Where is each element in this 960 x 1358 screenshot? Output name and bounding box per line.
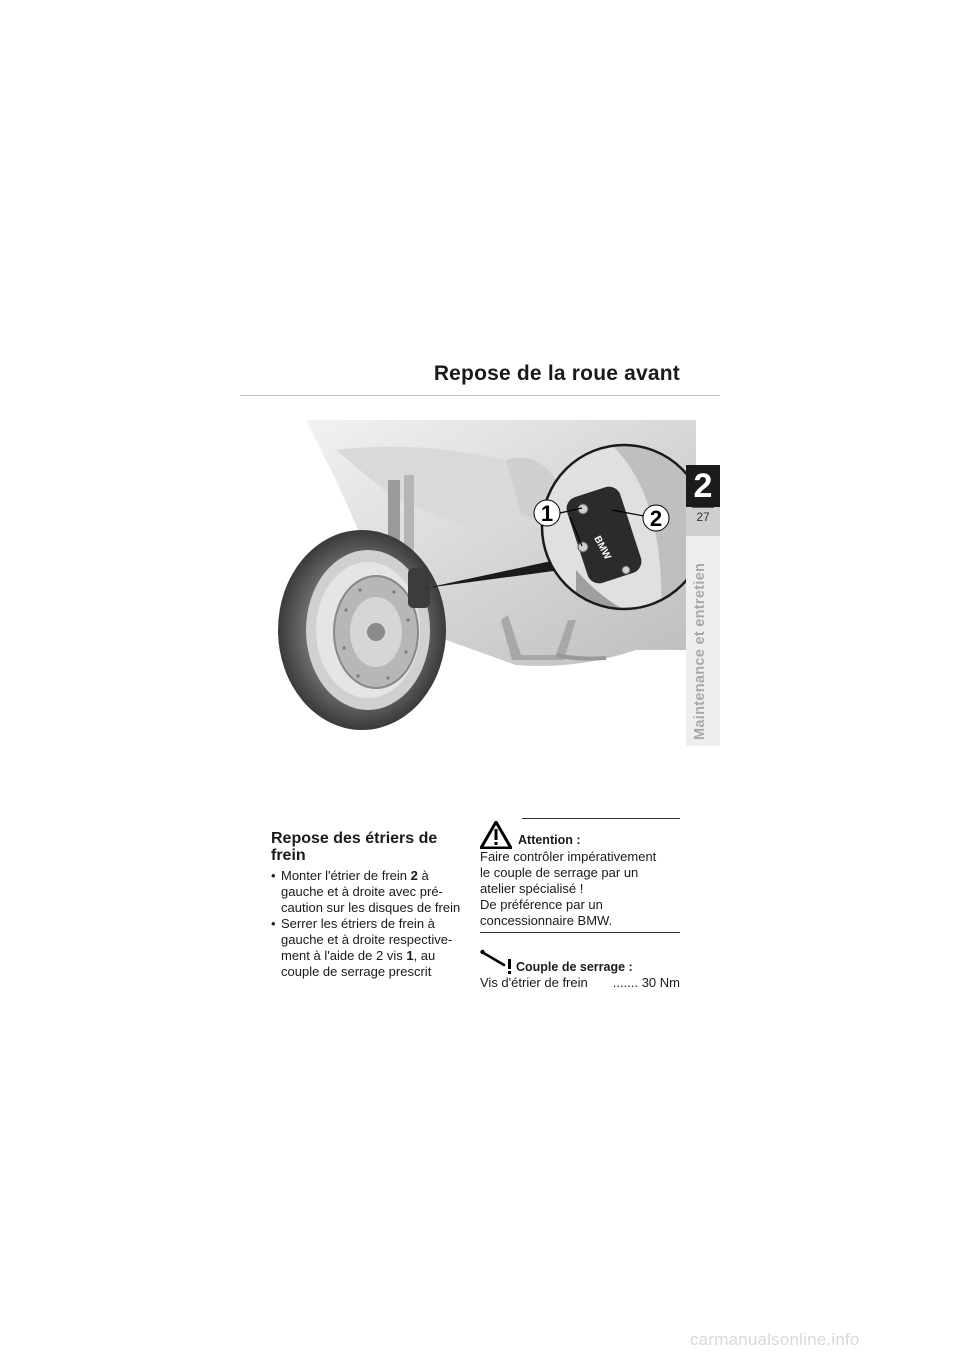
watermark-text: carmanualsonline.info (690, 1330, 860, 1349)
warning-line: le couple de serrage par un (480, 865, 639, 880)
torque-spec-value: 30 Nm (641, 975, 680, 990)
torque-spec-row: Vis d'étrier de frein ....... 30 Nm (480, 975, 680, 991)
warning-top-rule (522, 818, 680, 819)
warning-line: Faire contrôler impérativement (480, 849, 657, 864)
list-item-text: Serrer les étriers de frein à gauche et … (281, 916, 453, 963)
list-item-text: , au couple de serrage prescrit (281, 948, 436, 979)
chapter-side-label: Maintenance et entretien (692, 562, 708, 740)
list-item-text: Monter l'étrier de frein (281, 868, 411, 883)
torque-dots: ....... (612, 975, 639, 990)
left-column: Repose des étriers de frein Monter l'étr… (271, 830, 471, 980)
torque-label: Couple de serrage : (516, 960, 633, 974)
callout-2-marker (642, 504, 670, 532)
list-item: Serrer les étriers de frein à gauche et … (271, 916, 471, 980)
page-number: 27 (696, 510, 710, 524)
chapter-tab: 2 27 (686, 465, 720, 536)
torque-wrench-icon (480, 949, 511, 974)
warning-line: atelier spécialisé ! (480, 881, 584, 896)
instruction-list: Monter l'étrier de frein 2 à gauche et à… (271, 868, 471, 980)
page-title: Repose de la roue avant (433, 362, 680, 385)
warning-body: Faire contrôler impérativement le couple… (480, 849, 680, 929)
chapter-divider (692, 507, 714, 508)
list-item-ref: 2 (410, 868, 418, 883)
callout-1-marker (533, 499, 561, 527)
section-heading: Repose des étriers de frein (271, 830, 438, 864)
side-band (686, 536, 720, 746)
list-item-text: à gauche et à droite avec pré-caution su… (281, 868, 461, 915)
right-column: Attention : Faire contrôler impérativeme… (480, 818, 680, 991)
callout-2-label: 2 (650, 506, 662, 531)
warning-label: Attention : (518, 833, 581, 847)
chapter-number: 2 (693, 467, 713, 505)
warning-header: Attention : (480, 821, 680, 849)
warning-line: De préférence par un (480, 897, 603, 912)
list-item: Monter l'étrier de frein 2 à gauche et à… (271, 868, 471, 916)
title-divider (240, 395, 720, 396)
torque-spec-item: Vis d'étrier de frein (480, 975, 588, 990)
callout-1-label: 1 (541, 501, 553, 526)
torque-header: Couple de serrage : (480, 949, 680, 975)
front-wheel-photo: BMW 1 2 (278, 420, 696, 730)
list-item-ref: 1 (406, 948, 414, 963)
warning-triangle-icon (480, 821, 512, 849)
warning-bottom-rule (480, 932, 680, 933)
warning-line: concessionnaire BMW. (480, 913, 613, 928)
chapter-number-block: 2 (686, 465, 720, 507)
